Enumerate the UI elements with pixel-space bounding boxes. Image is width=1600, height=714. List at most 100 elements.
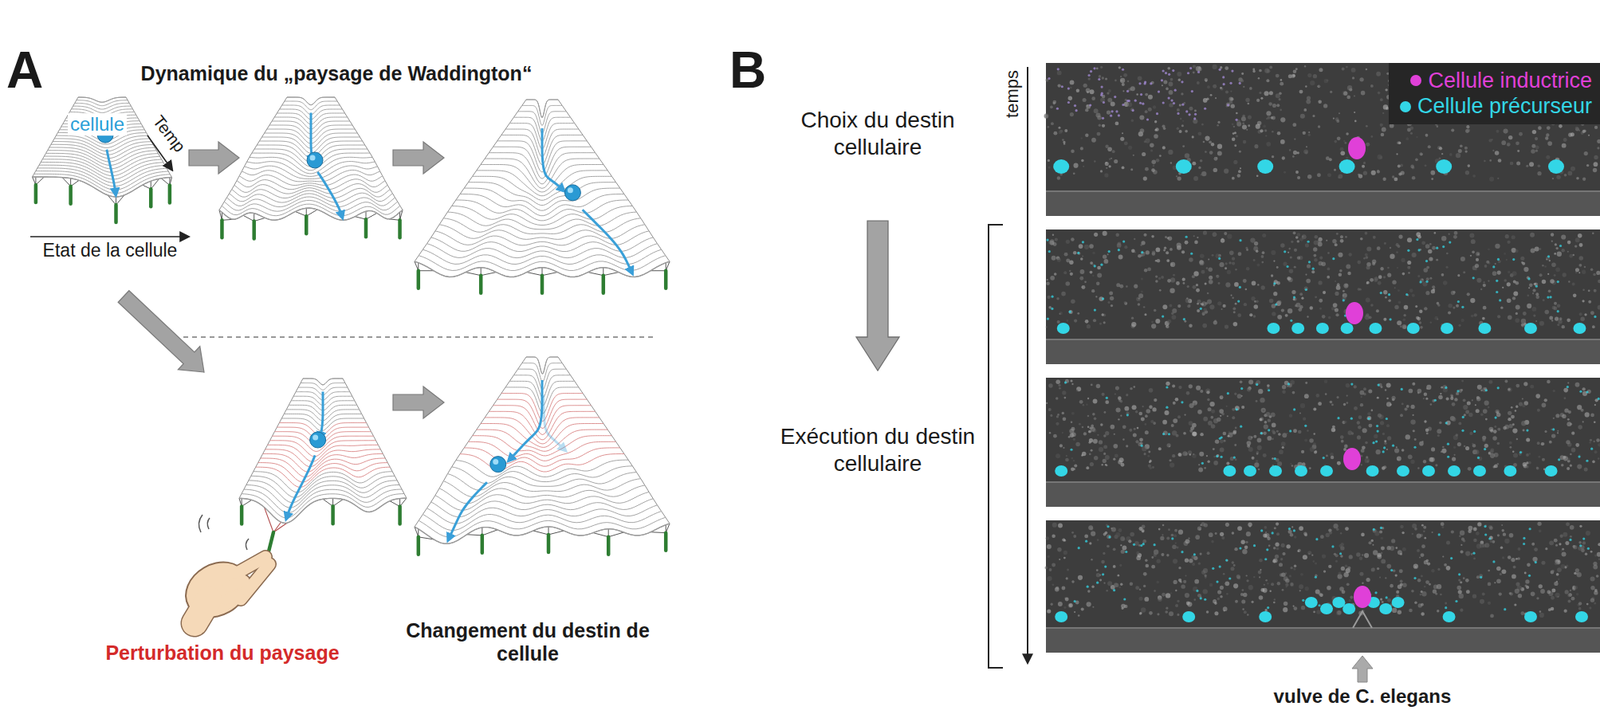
tissue-texture [1158,277,1161,280]
tissue-texture [1261,251,1266,255]
tissue-texture [1574,244,1577,248]
tissue-texture [1081,137,1083,139]
landscape-contour [243,165,378,179]
tissue-texture [1280,243,1285,248]
cyan-speckle [1425,259,1428,263]
cyan-speckle [1101,297,1105,300]
tissue-texture [1125,285,1129,288]
tissue-texture [1501,140,1506,146]
tissue-texture [1297,232,1302,237]
tissue-texture [1430,170,1435,176]
tissue-texture [1368,315,1372,319]
tissue-texture [1309,80,1315,86]
tissue-texture [1144,423,1148,426]
tissue-texture [1164,235,1168,239]
purple-speckle [1140,93,1143,96]
tissue-texture [1419,321,1422,324]
anchor-peg [480,535,485,554]
precursor-nucleus [1435,159,1452,174]
tissue-texture [1584,467,1589,472]
purple-speckle [1134,99,1137,103]
cyan-speckle [1238,286,1242,289]
anchor-string [273,522,282,533]
tissue-texture [1554,316,1559,321]
tissue-texture [1268,102,1273,107]
tissue-texture [1568,133,1573,138]
tissue-texture [1469,432,1473,436]
tissue-texture [1578,271,1581,274]
tissue-texture [1151,251,1156,256]
tissue-texture [1551,433,1556,438]
tissue-texture [1132,154,1135,157]
tissue-texture [1062,447,1065,449]
tissue-texture [1069,112,1074,117]
tissue-texture [1438,395,1443,401]
purple-speckle [1235,118,1239,122]
tissue-texture [1363,387,1367,391]
cyan-speckle [1535,285,1538,288]
tissue-texture [1138,412,1143,417]
tissue-texture [1334,307,1339,312]
tissue-texture [1147,451,1151,454]
tissue-texture [1161,84,1164,87]
tissue-texture [1398,235,1403,240]
tissue-texture [1057,176,1061,180]
tissue-texture [1081,255,1084,257]
tissue-texture [1281,308,1285,312]
tissue-texture [1465,410,1470,415]
tissue-texture [1206,85,1211,89]
tissue-texture [1138,442,1143,447]
precursor-nucleus [1478,322,1491,335]
tissue-texture [1505,259,1508,261]
tissue-texture [1584,313,1587,316]
tissue-texture [1151,235,1155,239]
tissue-texture [1407,266,1411,270]
process-arrow [393,141,445,174]
tissue-texture [1542,298,1545,302]
tissue-texture [1485,260,1490,264]
process-arrow [393,386,445,419]
tissue-texture [1065,239,1070,244]
tissue-texture [1452,306,1455,310]
tissue-texture [1257,283,1259,286]
tissue-texture [1098,74,1102,79]
tissue-texture [1242,114,1246,118]
tissue-texture [1466,128,1471,133]
tissue-texture [1364,458,1370,464]
tissue-texture [1120,75,1122,78]
tissue-texture [1273,259,1275,262]
trajectory-arrow [319,392,323,440]
tissue-texture [1078,243,1084,249]
tissue-texture [1224,324,1229,329]
tissue-texture [1415,136,1418,138]
tissue-texture [1305,243,1310,248]
purple-speckle [1230,70,1234,73]
tissue-texture [1292,122,1297,127]
tissue-texture [1532,129,1537,134]
tissue-texture [1549,279,1555,284]
anchor-string [306,209,318,217]
cyan-speckle [1108,250,1111,253]
tissue-texture [1288,247,1291,251]
tissue-texture [1151,323,1156,329]
tissue-texture [1482,281,1485,284]
tissue-texture [1163,249,1166,252]
tissue-texture [1070,149,1075,154]
tissue-texture [1567,251,1569,253]
tissue-texture [1411,252,1417,258]
tissue-texture [1165,251,1169,255]
tissue-texture [1556,303,1561,308]
tissue-texture [1140,277,1144,280]
anchor-peg [330,506,335,524]
tissue-texture [1566,318,1571,323]
tissue-texture [1535,295,1540,300]
tissue-texture [1046,125,1050,129]
cyan-speckle [1161,314,1164,318]
tissue-texture [1140,251,1146,257]
landscape-contour [476,429,608,452]
precursor-nucleus [1257,159,1274,174]
tissue-texture [1410,165,1415,170]
cyan-speckle [1289,319,1293,323]
tissue-texture [1297,255,1301,260]
landscape-contour [229,192,394,203]
